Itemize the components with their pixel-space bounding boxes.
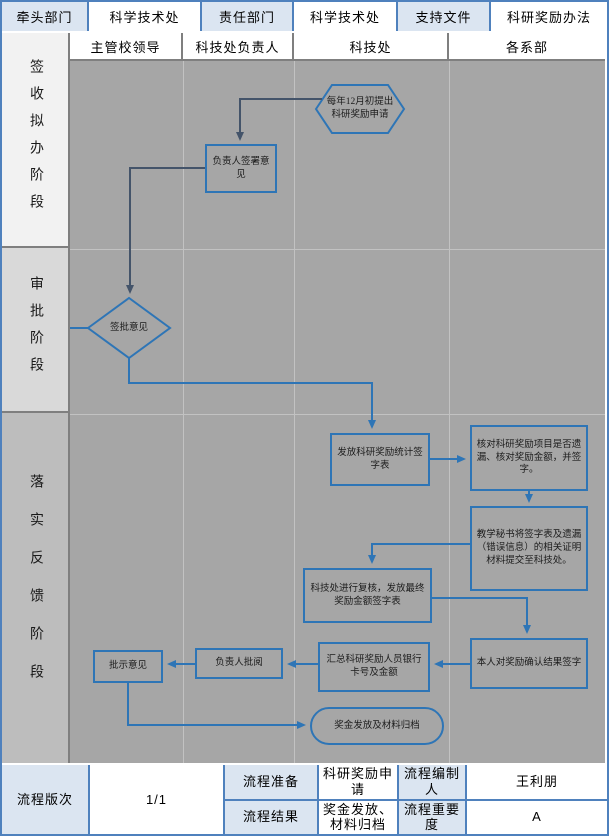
phase-divider-2 [70,414,605,415]
lane-header-school-leader: 主管校领导 [70,33,181,59]
node-end: 奖金发放及材料归档 [310,707,444,745]
phase-implement-feedback: 落实反馈阶段 [2,413,68,763]
lead-department-label: 牵头部门 [2,2,87,31]
process-result-value: 奖金发放、材料归档 [319,800,397,834]
phase-column: 签收拟办阶段 审批阶段 落实反馈阶段 [2,33,68,763]
lane-divider-3 [449,61,450,763]
process-version-value: 1/1 [90,765,223,834]
process-result-label: 流程结果 [225,800,317,834]
bottom-info-bar: 流程准备 科研奖励申请 流程编制人 王利朋 流程版次 1/1 流程结果 奖金发放… [2,765,607,834]
process-prep-value: 科研奖励申请 [319,765,397,799]
node-secretary-submit: 教学秘书将签字表及遗漏（错误信息）的相关证明材料提交至科技处。 [470,506,588,591]
node-approve-opinion: 签批意见 [109,322,148,333]
process-prep-label: 流程准备 [225,765,317,799]
support-document-label: 支持文件 [398,2,489,31]
connector-secretary-to-recheck [368,543,470,564]
lane-header-tech-office-chief: 科技处负责人 [183,33,292,59]
responsible-department-value: 科学技术处 [294,2,396,31]
process-importance-value: A [467,800,607,834]
node-self-confirm: 本人对奖励确认结果签字 [470,638,588,689]
responsible-department-label: 责任部门 [202,2,292,31]
lane-divider-2 [294,61,295,763]
node-recheck: 科技处进行复核，发放最终奖励金额签字表 [303,568,432,623]
flowchart-canvas: 每年12月初提出科研奖励申请 负责人签署意见 签批意见 发放科研奖励统计签字表 … [70,61,605,763]
lane-header-row: 主管校领导 科技处负责人 科技处 各系部 [70,33,605,59]
lane-header-tech-office: 科技处 [294,33,447,59]
phase-sign-receive: 签收拟办阶段 [2,33,68,246]
node-leader-review: 负责人批阅 [195,648,283,679]
lead-department-value: 科学技术处 [89,2,200,31]
process-author-value: 王利朋 [467,765,607,799]
process-author-label: 流程编制人 [399,765,465,799]
phase-divider-1 [70,249,605,250]
process-version-label: 流程版次 [2,765,88,834]
phase-approval: 审批阶段 [2,248,68,411]
connector-recheck-to-confirm [432,597,531,634]
lane-divider-1 [183,61,184,763]
connector-approve-to-issue [128,358,376,429]
node-collect-bank: 汇总科研奖励人员银行卡号及金额 [318,642,430,692]
connector-start-to-sign [236,98,322,141]
node-start: 每年12月初提出科研奖励申请 [326,97,394,120]
top-info-bar: 牵头部门 科学技术处 责任部门 科学技术处 支持文件 科研奖励办法 [2,2,607,31]
node-sign-opinion: 负责人签署意见 [205,144,277,193]
connector-sign-to-approve [126,167,205,294]
support-document-value: 科研奖励办法 [491,2,607,31]
process-importance-label: 流程重要度 [399,800,465,834]
node-check-items: 核对科研奖励项目是否遗漏、核对奖励金额，并签字。 [470,425,588,491]
node-instruction: 批示意见 [93,650,163,683]
connector-instruction-to-end [127,683,306,729]
swimlane-area: 签收拟办阶段 审批阶段 落实反馈阶段 主管校领导 科技处负责人 科技处 各系部 [2,33,605,763]
lane-header-departments: 各系部 [449,33,605,59]
node-issue-stat-table: 发放科研奖励统计签字表 [330,433,430,486]
